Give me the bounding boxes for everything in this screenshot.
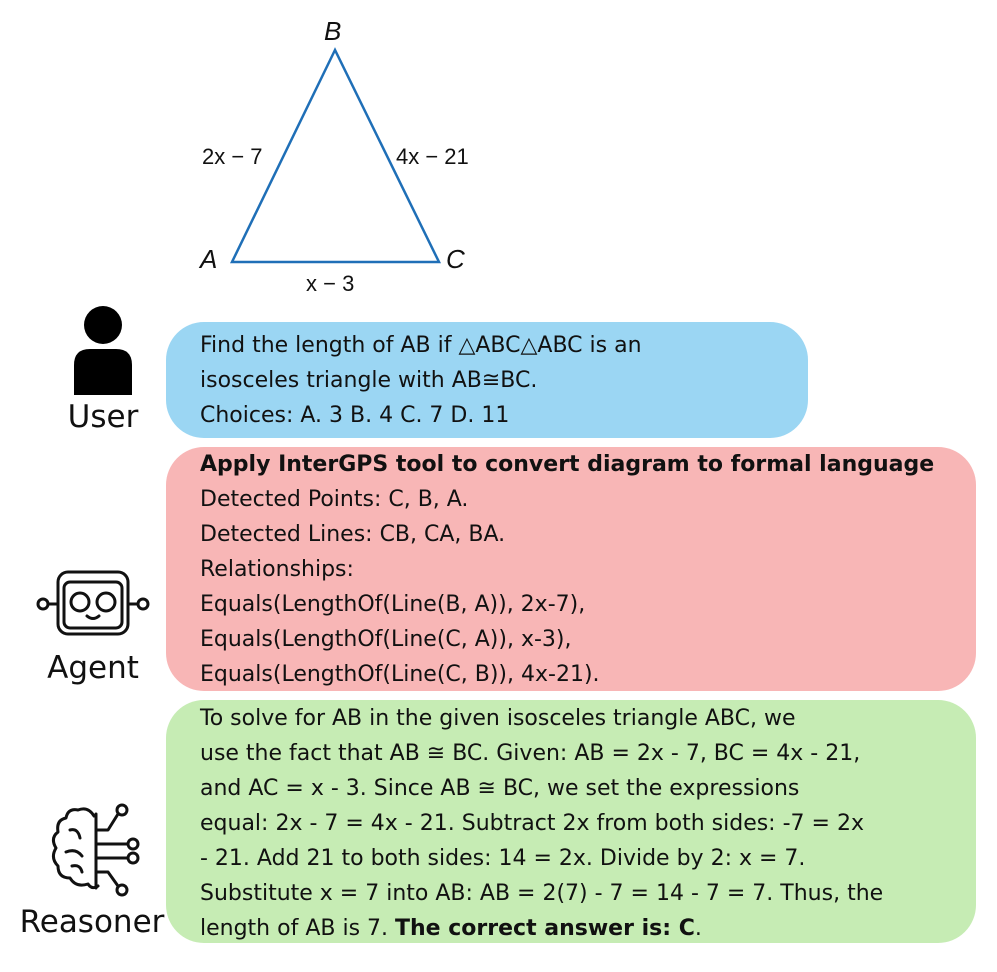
side-label-ac: x − 3 xyxy=(306,271,354,296)
reasoner-message-line: use the fact that AB ≅ BC. Given: AB = 2… xyxy=(200,741,861,766)
triangle-abc xyxy=(230,47,442,264)
agent-message-heading: Apply InterGPS tool to convert diagram t… xyxy=(200,452,935,477)
user-message-line: Find the length of AB if △ABC△ABC is an xyxy=(200,333,642,358)
reasoner-message-final-line: length of AB is 7. The correct answer is… xyxy=(200,911,956,946)
user-actor: User xyxy=(58,305,148,435)
agent-message-bubble: Apply InterGPS tool to convert diagram t… xyxy=(166,447,976,691)
side-label-ab: 2x − 7 xyxy=(202,144,263,169)
brain-circuit-icon xyxy=(51,803,140,897)
reasoner-message-bubble: To solve for AB in the given isosceles t… xyxy=(166,700,976,943)
reasoner-message-line: Substitute x = 7 into AB: AB = 2(7) - 7 … xyxy=(200,881,884,906)
correct-answer: The correct answer is: C xyxy=(395,916,695,941)
agent-message-line: Detected Points: C, B, A. xyxy=(200,487,469,512)
triangle-diagram: B A C 2x − 7 4x − 21 x − 3 xyxy=(198,16,469,296)
reasoner-final-suffix: . xyxy=(694,916,702,941)
robot-icon xyxy=(36,570,150,636)
reasoner-final-prefix: length of AB is 7. xyxy=(200,916,396,941)
agent-actor: Agent xyxy=(30,568,156,686)
reasoner-label: Reasoner xyxy=(19,904,165,940)
side-label-bc: 4x − 21 xyxy=(396,144,469,169)
agent-message-line: Detected Lines: CB, CA, BA. xyxy=(200,522,506,547)
vertex-label-c: C xyxy=(446,244,465,274)
user-message-bubble: Find the length of AB if △ABC△ABC is an … xyxy=(166,322,808,438)
reasoner-message-line: and AC = x - 3. Since AB ≅ BC, we set th… xyxy=(200,776,800,801)
reasoner-message-line: - 21. Add 21 to both sides: 14 = 2x. Div… xyxy=(200,846,806,871)
agent-label: Agent xyxy=(47,650,139,686)
user-label: User xyxy=(67,399,139,435)
agent-message-line: Relationships: xyxy=(200,557,354,582)
reasoner-actor: Reasoner xyxy=(8,800,176,940)
user-message-line: Choices: A. 3 B. 4 C. 7 D. 11 xyxy=(200,403,510,428)
user-message-line: isosceles triangle with AB≅BC. xyxy=(200,368,538,393)
vertex-label-a: A xyxy=(198,244,217,274)
vertex-label-b: B xyxy=(324,16,341,46)
person-icon xyxy=(74,306,132,395)
reasoner-message-line: To solve for AB in the given isosceles t… xyxy=(200,706,796,731)
agent-message-line: Equals(LengthOf(Line(B, A)), 2x-7), xyxy=(200,592,586,617)
reasoner-message-line: equal: 2x - 7 = 4x - 21. Subtract 2x fro… xyxy=(200,811,864,836)
agent-message-line: Equals(LengthOf(Line(C, A)), x-3), xyxy=(200,627,572,652)
agent-message-line: Equals(LengthOf(Line(C, B)), 4x-21). xyxy=(200,662,600,687)
